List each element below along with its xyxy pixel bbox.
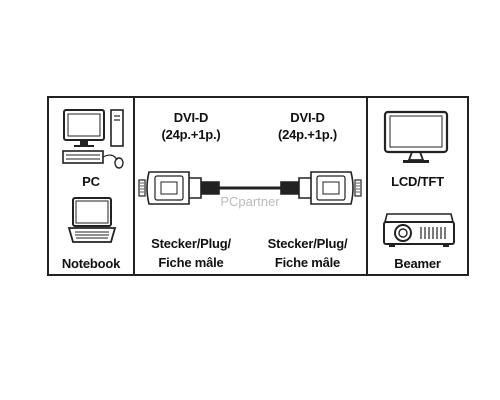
connection-diagram-frame: PC Notebook DVI-D (24p.+1p.) DVI-D (24p.… (47, 96, 469, 276)
dvi-cable-icon: PCpartner (138, 171, 362, 209)
display-label: LCD/TFT (391, 174, 444, 189)
notebook-icon (67, 197, 117, 243)
right-divider (366, 98, 368, 274)
right-connector-type: DVI-D (290, 110, 325, 125)
left-connector-type: DVI-D (173, 110, 209, 125)
monitor-icon (383, 110, 449, 163)
left-connector-pins: (24p.+1p.) (161, 127, 221, 142)
left-dvi-plug (138, 171, 220, 205)
pc-label: PC (82, 174, 100, 189)
notebook-label: Notebook (61, 256, 121, 271)
projector-label: Beamer (394, 256, 441, 271)
right-connector-pins: (24p.+1p.) (277, 127, 338, 142)
right-dvi-plug (280, 171, 362, 205)
left-divider (133, 98, 135, 274)
right-connector-gender-line2: Fiche mâle (274, 255, 341, 270)
left-connector-gender-line2: Fiche mâle (158, 255, 224, 270)
left-connector-gender-line1: Stecker/Plug/ (151, 236, 231, 251)
pc-icon (62, 109, 124, 169)
right-connector-gender-line1: Stecker/Plug/ (267, 236, 348, 251)
watermark: PCpartner (220, 194, 280, 209)
projector-icon (383, 213, 455, 247)
